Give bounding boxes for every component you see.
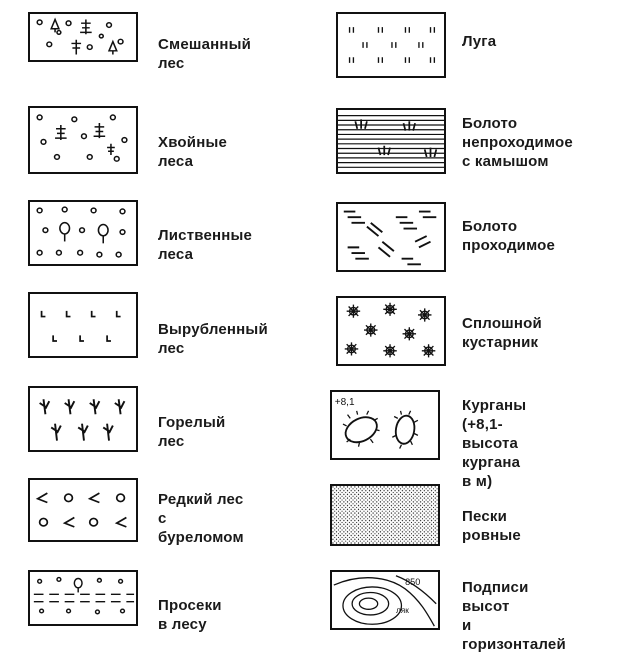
mixed-forest-symbol: [28, 12, 138, 62]
contour-line-label: ляк: [396, 605, 409, 615]
map-legend: Смешанный лес Хвойные леса: [28, 12, 573, 653]
legend-label-burial-mounds: Курганы (+8,1-высота кургана в м): [462, 397, 527, 490]
coniferous-forest-symbol: [28, 106, 138, 174]
meadow-symbol: [336, 12, 446, 78]
deciduous-forest-symbol: [28, 200, 138, 266]
legend-label-deciduous-forest: Лиственные леса: [158, 227, 253, 263]
contour-lines-symbol: 850 ляк: [330, 570, 440, 630]
mound-height-mark: +8,1: [335, 397, 355, 408]
legend-label-sparse-forest: Редкий лес с буреломом: [158, 491, 244, 546]
legend-label-burnt-forest: Горелый лес: [158, 414, 226, 450]
legend-label-flat-sands: Пески ровные: [462, 508, 521, 544]
legend-label-continuous-shrub: Сплошной кустарник: [462, 315, 542, 351]
legend-label-passable-swamp: Болото проходимое: [462, 218, 556, 254]
burnt-forest-symbol: [28, 386, 138, 452]
impassable-swamp-symbol: [336, 108, 446, 174]
passable-swamp-symbol: [336, 202, 446, 272]
burial-mounds-symbol: +8,1: [330, 390, 440, 460]
forest-clearing-symbol: [28, 570, 138, 626]
continuous-shrub-symbol: [336, 296, 446, 366]
legend-label-mixed-forest: Смешанный лес: [158, 36, 252, 72]
cut-forest-symbol: [28, 292, 138, 358]
legend-label-cut-forest: Вырубленный лес: [158, 321, 268, 357]
legend-label-meadow: Луга: [462, 33, 497, 50]
legend-label-contour-lines: Подписи высот и горизонталей: [462, 579, 566, 653]
flat-sands-symbol: [330, 484, 440, 546]
legend-label-forest-clearing: Просеки в лесу: [158, 597, 222, 633]
legend-label-impassable-swamp: Болото непроходимое с камышом: [462, 115, 573, 170]
sparse-forest-windfall-symbol: [28, 478, 138, 542]
contour-elevation-label: 850: [405, 577, 420, 587]
legend-label-coniferous-forest: Хвойные леса: [158, 134, 228, 170]
